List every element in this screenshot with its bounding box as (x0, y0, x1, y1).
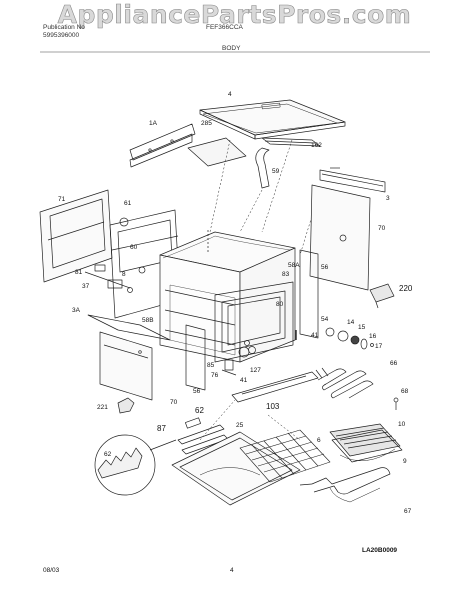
callout-14: 14 (347, 319, 355, 326)
oven-light-assembly (326, 328, 374, 349)
side-panel-70-right (310, 185, 370, 290)
slide-62 (185, 418, 200, 428)
callout-87: 87 (157, 424, 166, 433)
vent-duct-59 (256, 148, 269, 188)
brace-162 (262, 138, 320, 146)
callout-62-upper: 62 (195, 406, 204, 415)
section-title: BODY (222, 45, 241, 52)
callout-81: 81 (75, 269, 83, 276)
callout-85: 85 (207, 362, 215, 369)
callout-37: 37 (82, 283, 90, 290)
lock-parts-127 (222, 347, 249, 375)
dashed-leaders (200, 140, 320, 440)
callout-10: 10 (398, 421, 406, 428)
oven-front-frame (215, 282, 293, 362)
rear-brace-1a (130, 124, 195, 167)
insulation-285 (188, 138, 246, 166)
callout-17: 17 (375, 343, 383, 350)
callout-59: 59 (272, 168, 280, 175)
callout-80: 80 (276, 301, 284, 308)
callout-58a: 58A (288, 262, 300, 269)
footer-date: 08/03 (43, 567, 60, 574)
callout-41-lower: 41 (240, 377, 248, 384)
callout-103: 103 (266, 402, 280, 411)
callout-71: 71 (58, 196, 66, 203)
rear-brace-3 (320, 168, 385, 192)
callout-83: 83 (282, 271, 290, 278)
callout-3: 3 (386, 195, 390, 202)
oven-cavity (160, 230, 295, 362)
callout-62-detail: 62 (104, 451, 112, 458)
detail-circle-62 (95, 435, 176, 495)
callout-25: 25 (236, 422, 244, 429)
oven-bottom-25 (172, 432, 300, 505)
top-panel (200, 100, 345, 139)
callout-16: 16 (369, 333, 377, 340)
callout-162: 162 (311, 142, 322, 149)
callout-285: 285 (201, 120, 212, 127)
callout-60: 60 (130, 244, 138, 251)
callout-70-lower: 70 (170, 399, 178, 406)
figure-code: LA20B0009 (362, 547, 398, 554)
callout-67: 67 (404, 508, 412, 515)
oven-rack-6 (240, 430, 330, 482)
bake-element-66 (316, 368, 373, 398)
callout-4: 4 (228, 91, 232, 98)
callout-61: 61 (124, 200, 132, 207)
callout-6: 6 (317, 437, 321, 444)
callout-3a: 3A (72, 307, 80, 314)
screw-68 (394, 398, 398, 410)
callout-56-lower: 56 (193, 388, 201, 395)
callout-8: 8 (122, 271, 126, 278)
callout-127: 127 (250, 367, 261, 374)
callout-1a: 1A (149, 120, 157, 127)
publication-number: 5995396000 (43, 32, 80, 39)
terminal-block-220 (370, 284, 394, 308)
broiler-pan-10 (330, 424, 402, 462)
broil-element-67 (300, 468, 390, 502)
watermark: AppliancePartsPros.com (57, 0, 412, 29)
callout-58b: 58B (142, 317, 154, 324)
front-panel-3a (88, 315, 170, 400)
callout-9: 9 (403, 458, 407, 465)
callout-41-right: 41 (311, 332, 319, 339)
callout-220: 220 (399, 284, 413, 293)
callout-15: 15 (358, 324, 366, 331)
callout-70-right: 70 (378, 225, 386, 232)
model-number: FEF366CCA (206, 24, 243, 31)
side-trim-56 (300, 250, 318, 338)
callout-56-right: 56 (321, 264, 329, 271)
publication-label: Publication No (43, 24, 85, 31)
side-trim-56-lower (186, 325, 205, 390)
vent-trim-103 (232, 372, 318, 402)
wiring-block-8 (85, 265, 130, 288)
callout-54: 54 (321, 316, 329, 323)
bracket-221 (118, 398, 134, 413)
callout-221: 221 (97, 404, 108, 411)
callout-66: 66 (390, 360, 398, 367)
callout-68: 68 (401, 388, 409, 395)
footer-page-number: 4 (230, 567, 234, 574)
callout-76: 76 (211, 372, 219, 379)
